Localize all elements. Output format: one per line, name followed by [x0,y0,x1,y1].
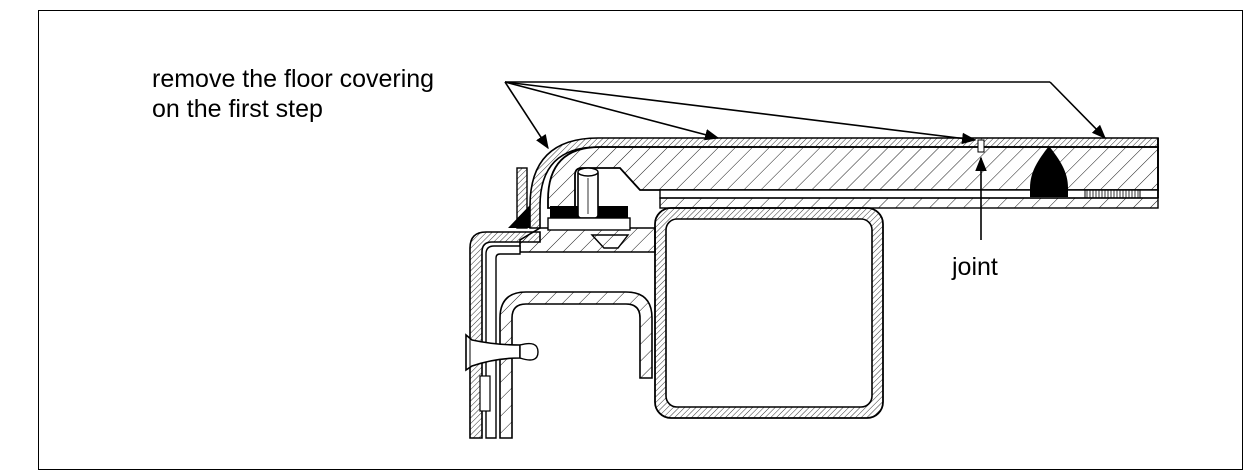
u-channel [499,291,653,439]
callout-label-line1: remove the floor covering [152,65,435,93]
seal-profile [1030,146,1068,197]
callout-arrows [504,81,1107,150]
step-cross-section-drawing [465,81,1159,439]
callout-label-line2: on the first step [152,95,323,123]
side-frame-profile [469,231,541,439]
joint-mark [977,139,985,153]
nosing-strip [516,167,528,229]
joint-label: joint [952,253,998,281]
clip-fastener [465,333,539,372]
support-bracket [519,217,656,253]
square-tube [654,197,1159,419]
